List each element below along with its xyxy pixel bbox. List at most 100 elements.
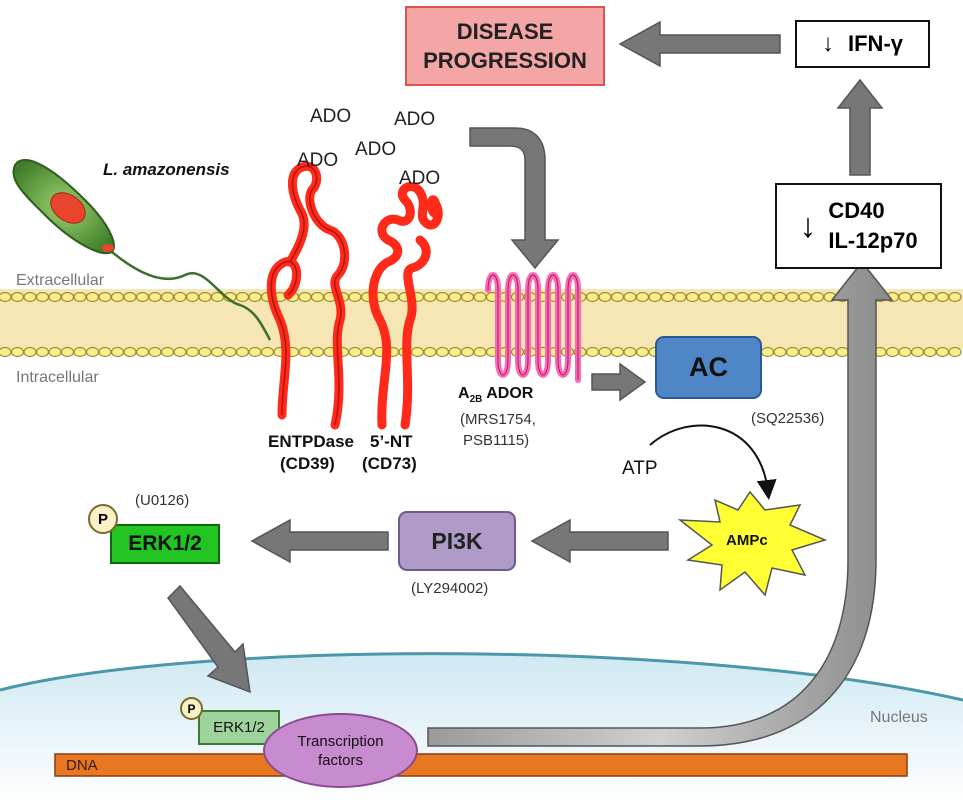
a2b-receptor-label: A2B ADOR: [458, 385, 533, 405]
lipid-head: [698, 291, 712, 303]
nuclear-erk-label: ERK1/2: [213, 719, 265, 736]
lipid-head: [810, 346, 825, 358]
lipid-head: [798, 291, 812, 303]
lipid-head: [810, 291, 825, 303]
a2b-inhibitor-2: PSB1115): [463, 432, 530, 449]
erk-inhibitor-label: (U0126): [135, 492, 190, 509]
dna-bar: [54, 753, 908, 777]
erk-label: ERK1/2: [128, 532, 202, 555]
disease-progression-box: DISEASE PROGRESSION: [405, 6, 605, 86]
lipid-head: [148, 346, 162, 358]
ac-inhibitor-label: (SQ22536): [751, 410, 825, 427]
lipid-head: [210, 346, 225, 358]
ado-label: ADO: [394, 109, 436, 130]
lipid-head: [648, 291, 662, 303]
cd40-label: CD40: [828, 198, 885, 223]
lipid-head: [48, 291, 62, 303]
arrow-ampc-to-pi3k: [530, 518, 669, 564]
a2b-subscript: 2B: [469, 394, 483, 406]
lipid-head: [598, 346, 612, 358]
lipid-head: [123, 346, 137, 358]
lipid-head: [60, 291, 75, 303]
disease-line-1: DISEASE: [456, 19, 554, 44]
lipid-head: [0, 291, 12, 303]
phospho-label: P: [97, 510, 108, 528]
cd73-label: (CD73): [362, 454, 417, 473]
arrow-ado-to-receptor: [469, 127, 560, 270]
ado-label: ADO: [297, 150, 339, 171]
lipid-head: [85, 346, 100, 358]
parasite-illustration: [12, 159, 272, 341]
lipid-head: [235, 346, 250, 358]
nucleus-label: Nucleus: [870, 709, 928, 726]
nuclear-phospho-badge: P: [180, 697, 203, 720]
lipid-head: [98, 291, 112, 303]
lipid-head: [685, 291, 700, 303]
lipid-head: [898, 346, 912, 358]
lipid-head: [310, 346, 325, 358]
lipid-head: [460, 291, 475, 303]
nuclear-phospho-label: P: [187, 701, 196, 716]
lipid-head: [248, 291, 262, 303]
lipid-head: [360, 346, 375, 358]
arrow-receptor-to-ac: [591, 362, 647, 402]
lipid-head: [923, 291, 937, 303]
down-arrow-icon: ↓: [799, 206, 817, 245]
lipid-head: [635, 346, 650, 358]
lipid-head: [110, 346, 125, 358]
lipid-head: [935, 346, 950, 358]
lipid-head: [110, 291, 125, 303]
lipid-head: [185, 291, 200, 303]
lipid-head: [423, 346, 437, 358]
lipid-head: [898, 291, 912, 303]
lipid-head: [623, 291, 637, 303]
lipid-head: [73, 346, 87, 358]
ampc-burst: [677, 490, 828, 597]
lipid-head: [448, 291, 462, 303]
ac-box: AC: [655, 336, 762, 399]
lipid-head: [423, 291, 437, 303]
lipid-head: [35, 346, 50, 358]
lipid-head: [773, 291, 787, 303]
arrow-atp-to-ampc: [649, 424, 777, 500]
lipid-head: [135, 291, 150, 303]
ac-label: AC: [689, 352, 728, 382]
a2b-suffix: ADOR: [482, 385, 534, 402]
a2b-prefix: A: [458, 385, 470, 402]
extracellular-label: Extracellular: [16, 272, 105, 289]
nt5-enzyme-shape: [368, 182, 443, 430]
lipid-head: [298, 346, 312, 358]
lipid-head: [248, 346, 262, 358]
lipid-head: [585, 291, 600, 303]
entpdase-label: ENTPDase: [268, 432, 354, 451]
lipid-head: [435, 291, 450, 303]
arrows: [167, 20, 884, 694]
lipid-head: [948, 291, 962, 303]
lipid-head: [623, 346, 637, 358]
lipid-head: [798, 346, 812, 358]
nt5-label: 5’-NT: [370, 432, 413, 451]
ado-label: ADO: [310, 106, 352, 127]
lipid-head: [735, 291, 750, 303]
arrow-erk-to-nucleus: [167, 584, 251, 694]
lipid-head: [723, 291, 737, 303]
lipid-head: [10, 346, 25, 358]
arrow-cd40-to-ifn: [836, 78, 884, 176]
ado-label: ADO: [399, 168, 441, 189]
lipid-head: [123, 291, 137, 303]
cd40-il12-labels: CD40 IL-12p70: [828, 196, 917, 256]
lipid-head: [60, 346, 75, 358]
arrow-ifn-to-disease: [618, 20, 781, 68]
lipid-head: [73, 291, 87, 303]
lipid-head: [410, 346, 425, 358]
phospho-badge: P: [88, 504, 118, 534]
lipid-head: [35, 291, 50, 303]
down-arrow-icon: ↓: [822, 30, 834, 57]
dna-label: DNA: [66, 757, 98, 774]
lipid-head: [235, 291, 250, 303]
lipid-head: [98, 346, 112, 358]
il12-label: IL-12p70: [828, 228, 918, 253]
lipid-head: [785, 346, 800, 358]
lipid-head: [473, 291, 487, 303]
